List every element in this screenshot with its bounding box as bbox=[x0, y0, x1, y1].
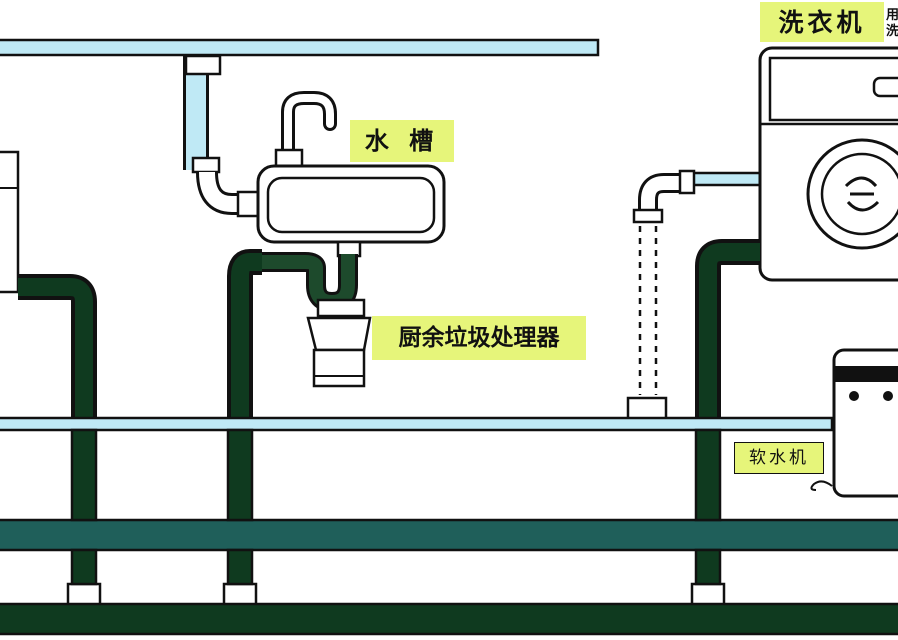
washer-inlet-pipe bbox=[626, 169, 764, 422]
disposer-label: 厨余垃圾处理器 bbox=[372, 316, 586, 360]
edge-note-line-2: 洗 bbox=[886, 24, 898, 39]
left-appliance-stub bbox=[0, 150, 20, 294]
washing-machine bbox=[758, 46, 898, 282]
food-waste-disposer bbox=[306, 298, 372, 388]
sink-trap bbox=[252, 252, 358, 313]
bottom-sewer-pipe bbox=[0, 602, 898, 636]
riser-overlays bbox=[70, 428, 722, 586]
mid-water-supply-pipe bbox=[0, 416, 834, 432]
faucet bbox=[274, 91, 337, 182]
sink-basin bbox=[256, 164, 446, 258]
edge-note: 用 洗 bbox=[886, 8, 898, 40]
sink-drain-pipe bbox=[222, 249, 262, 608]
washer-label: 洗衣机 bbox=[760, 2, 884, 42]
top-water-supply-pipe bbox=[0, 38, 600, 218]
main-drain-pipe bbox=[0, 518, 898, 552]
sink-label: 水 槽 bbox=[350, 120, 454, 162]
softener-label: 软水机 bbox=[734, 442, 824, 474]
edge-note-line-1: 用 bbox=[886, 8, 898, 23]
water-softener bbox=[810, 348, 898, 498]
